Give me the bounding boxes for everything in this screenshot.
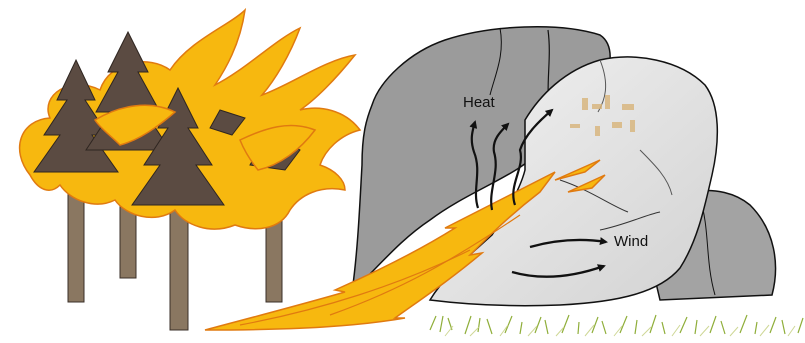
grass-icon: [430, 315, 803, 334]
heat-label: Heat: [463, 94, 496, 111]
wind-label: Wind: [614, 233, 648, 250]
